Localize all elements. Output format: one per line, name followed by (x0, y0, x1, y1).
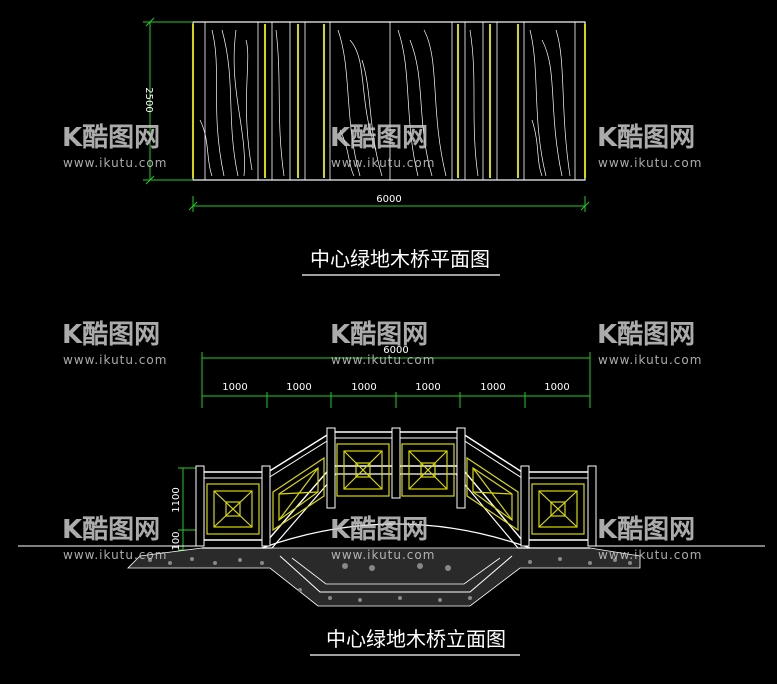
watermark-url-3: www.ikutu.com (598, 156, 702, 170)
elevation-view: 6000 1000 1000 1000 1000 1000 1000 1100 … (18, 345, 765, 656)
gravel-bed (127, 547, 641, 607)
plan-plank-strips (192, 24, 586, 178)
elevation-dim-rail-height: 1100 (171, 487, 182, 512)
watermark-url-6: www.ikutu.com (598, 353, 702, 367)
watermarks: K酷图网 www.ikutu.com K酷图网 www.ikutu.com K酷… (62, 123, 702, 562)
watermark-logo-4: K酷图网 (62, 320, 160, 350)
plan-dim-width: 6000 (376, 194, 401, 205)
elevation-dim-seg-6: 1000 (544, 382, 569, 393)
watermark-logo-3: K酷图网 (597, 123, 695, 153)
plan-dim-height: 2500 (143, 87, 154, 112)
elevation-dim-seg-1: 1000 (222, 382, 247, 393)
channel-inner (291, 557, 501, 585)
bridge-arch (261, 523, 531, 549)
watermark-url-1: www.ikutu.com (63, 156, 167, 170)
channel-outline (279, 555, 513, 593)
elevation-dim-seg-2: 1000 (286, 382, 311, 393)
plan-wood-grain (199, 29, 571, 177)
plan-plank-lines (204, 22, 576, 180)
plan-view: 2500 6000 中心绿地木桥平面图 (143, 17, 590, 276)
elevation-dim-total: 6000 (383, 345, 408, 356)
elevation-dim-seg-3: 1000 (351, 382, 376, 393)
rail-posts (195, 427, 597, 547)
elevation-title: 中心绿地木桥立面图 (326, 627, 506, 651)
watermark-logo-9: K酷图网 (597, 515, 695, 545)
watermark-url-5: www.ikutu.com (331, 353, 435, 367)
elevation-top-dimensions (201, 352, 591, 408)
watermark-logo-5: K酷图网 (330, 320, 428, 350)
elevation-dim-base: 100 (171, 531, 182, 550)
watermark-logo-8: K酷图网 (330, 515, 428, 545)
plan-dimensions (143, 17, 590, 212)
rail-panels (206, 443, 585, 535)
stones (148, 557, 632, 602)
watermark-logo-7: K酷图网 (62, 515, 160, 545)
plan-title: 中心绿地木桥平面图 (310, 247, 490, 271)
watermark-url-7: www.ikutu.com (63, 548, 167, 562)
watermark-logo-1: K酷图网 (62, 123, 160, 153)
watermark-url-4: www.ikutu.com (63, 353, 167, 367)
watermark-logo-6: K酷图网 (597, 320, 695, 350)
elevation-dim-seg-5: 1000 (480, 382, 505, 393)
watermark-url-9: www.ikutu.com (598, 548, 702, 562)
watermark-logo-2: K酷图网 (330, 123, 428, 153)
watermark-url-2: www.ikutu.com (331, 156, 435, 170)
watermark-url-8: www.ikutu.com (331, 548, 435, 562)
elevation-dim-seg-4: 1000 (415, 382, 440, 393)
